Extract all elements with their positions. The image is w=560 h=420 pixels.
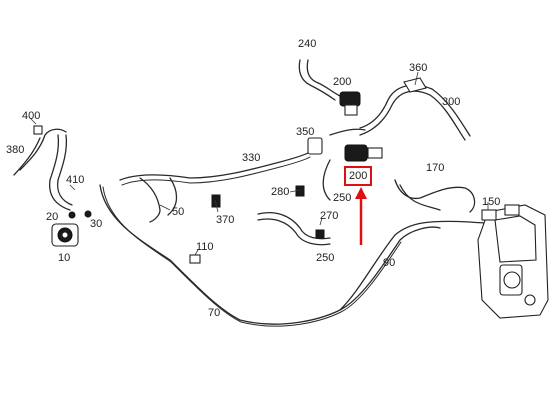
- label-90: 90: [383, 257, 396, 269]
- hose-250-low-b: [257, 218, 331, 246]
- label-300: 300: [442, 96, 461, 108]
- hose-410-b: [56, 134, 73, 206]
- label-50: 50: [172, 206, 185, 218]
- hose-240: [298, 59, 336, 101]
- label-240: 240: [298, 38, 317, 50]
- clip-20: [68, 211, 76, 219]
- hose-410: [49, 134, 71, 211]
- label-200-top: 200: [333, 76, 352, 88]
- hose-380-b: [13, 137, 41, 176]
- highlight-box: [344, 166, 372, 186]
- hose-250-mid: [322, 159, 331, 201]
- hose-380: [19, 128, 67, 171]
- connector-200-top: [339, 91, 361, 116]
- label-200-highlighted: 200: [349, 170, 368, 182]
- hose-300: [359, 90, 466, 141]
- label-170: 170: [426, 162, 445, 174]
- label-370: 370: [216, 214, 235, 226]
- clip-280: [295, 185, 305, 197]
- label-330: 330: [242, 152, 261, 164]
- hose-300-b: [359, 84, 471, 137]
- label-270: 270: [320, 210, 339, 222]
- hose-50: [139, 177, 161, 223]
- hose-170-b: [399, 184, 441, 211]
- label-20: 20: [46, 211, 59, 223]
- hose-70-inner: [102, 186, 402, 327]
- water-pump-10: [51, 223, 79, 247]
- label-280: 280: [271, 186, 290, 198]
- hose-70: [99, 184, 441, 325]
- clip-110: [189, 254, 201, 264]
- label-380: 380: [6, 144, 25, 156]
- hose-330-inner: [121, 156, 311, 186]
- hose-170: [394, 179, 476, 213]
- clip-30: [84, 210, 92, 218]
- hose-50b: [167, 177, 178, 216]
- label-150: 150: [482, 196, 501, 208]
- clip-270: [315, 229, 325, 239]
- hose-250-low: [257, 212, 331, 240]
- connector-350: [307, 137, 323, 155]
- label-350: 350: [296, 126, 315, 138]
- arrow-head: [355, 187, 367, 199]
- label-360: 360: [409, 62, 428, 74]
- label-400: 400: [22, 110, 41, 122]
- label-70: 70: [208, 307, 221, 319]
- hose-330: [119, 151, 311, 181]
- valve-200: [344, 144, 383, 162]
- label-30: 30: [90, 218, 103, 230]
- hose-350: [329, 128, 366, 136]
- clip-370: [211, 194, 221, 208]
- label-250-mid: 250: [333, 192, 352, 204]
- label-410: 410: [66, 174, 85, 186]
- label-10: 10: [58, 252, 71, 264]
- label-110: 110: [196, 241, 214, 253]
- hose-240-b: [306, 59, 341, 97]
- bolt-400: [33, 125, 43, 135]
- expansion-tank: [477, 204, 549, 319]
- connector-150: [481, 209, 497, 221]
- label-250-low: 250: [316, 252, 335, 264]
